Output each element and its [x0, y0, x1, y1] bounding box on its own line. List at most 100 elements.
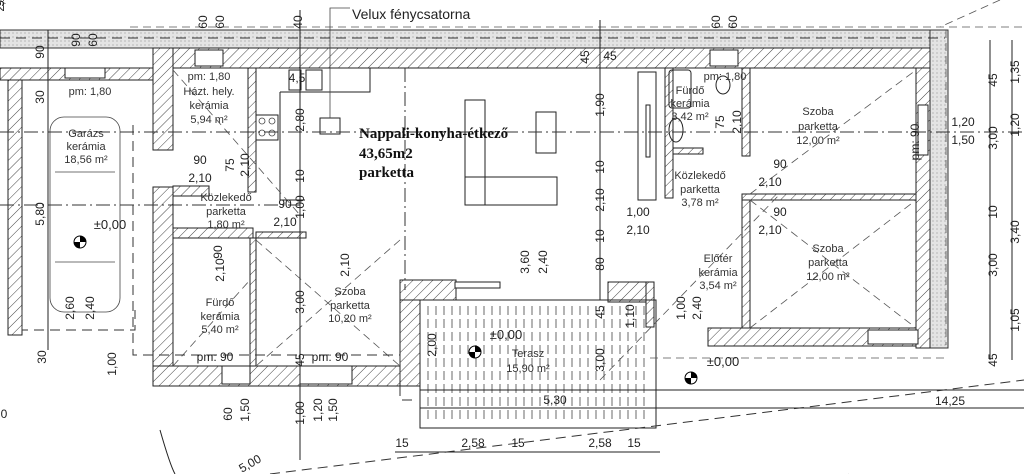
room-bottom-floor: parketta	[330, 300, 371, 312]
dimension-label: 90	[211, 245, 225, 259]
dimension-label: pm: 90	[197, 350, 234, 364]
dimension-label: 4,5	[289, 71, 306, 85]
room-top-right-floor: parketta	[798, 121, 839, 133]
dimension-label: 1,00	[626, 205, 650, 219]
dimension-label: 2,58	[588, 436, 612, 450]
dimension-label: 1,00	[674, 296, 688, 320]
corridor-left-name: Közlekedő	[200, 192, 251, 204]
dimension-label: 2,60	[63, 296, 77, 320]
dimension-label: 15	[395, 436, 409, 450]
bath-bottom-area: 5,40 m²	[201, 324, 239, 336]
dimension-label: pm: 90	[312, 350, 349, 364]
dimension-label: 2,40	[83, 296, 97, 320]
dimension-label: 2,10	[0, 0, 7, 12]
hall-name: Előtér	[704, 253, 733, 265]
dimension-label: 2,58	[461, 436, 485, 450]
dimension-label: 2,80	[293, 108, 307, 132]
corridor-left-area: 1,80 m²	[207, 219, 245, 231]
car-outline	[49, 116, 121, 313]
corridor-left-floor: parketta	[206, 206, 247, 218]
room-diagonals	[0, 68, 1024, 474]
dimension-label: 90	[278, 197, 292, 211]
dimension-label: 60	[86, 33, 100, 47]
dimension-label: 3,00	[593, 348, 607, 372]
sink-icon	[668, 117, 684, 143]
dimension-label: 10	[986, 205, 1000, 219]
dimension-label: 2,10	[273, 215, 297, 229]
velux-annotation: Velux fénycsatorna	[352, 6, 471, 22]
dimension-label: 1,00	[293, 195, 307, 219]
dimension-label: 5,80	[33, 202, 47, 226]
dimension-label: 10	[593, 160, 607, 174]
dimension-label: 0	[1, 407, 8, 421]
dimension-label: 1,20	[951, 115, 975, 129]
dimension-label: 14,25	[935, 394, 965, 408]
dimension-label: 5,00	[236, 451, 264, 474]
dimension-label: 75	[713, 115, 727, 129]
dimension-label: 90	[69, 33, 83, 47]
dimension-label: 2,10	[730, 110, 744, 134]
room-bottom-area: 10,20 m²	[328, 313, 372, 325]
insulation-top	[0, 29, 949, 49]
terrace-deck	[419, 299, 657, 429]
corridor-right-name: Közlekedő	[674, 170, 725, 182]
dimension-label: 1,05	[1008, 308, 1022, 332]
level-marker-icon	[468, 345, 482, 359]
dimension-label: 40	[291, 15, 305, 29]
dimension-label: 2,10	[593, 188, 607, 212]
dimension-label: 1,00	[105, 352, 119, 376]
dimension-label: 45	[578, 50, 592, 64]
garage-ceiling-height: pm: 1,80	[69, 86, 112, 98]
dimension-label: 60	[196, 15, 210, 29]
dimension-label: 10	[293, 169, 307, 183]
dimension-label: 2,10	[758, 223, 782, 237]
dimension-label: 3,40	[1008, 220, 1022, 244]
dimension-label: 10	[593, 229, 607, 243]
dimension-label: 60	[213, 15, 227, 29]
dimension-label: 5,30	[543, 393, 567, 407]
room-bottom-right-name: Szoba	[812, 243, 844, 255]
dimension-label: 1,50	[238, 398, 252, 422]
room-labels: pm: 1,80 pm: 1,80 Házt. hely. kerámia 5,…	[64, 71, 850, 375]
dimension-label: 45	[986, 353, 1000, 367]
dimension-label: 45	[593, 305, 607, 319]
room-top-right-name: Szoba	[802, 106, 834, 118]
dimension-label: 1,50	[326, 398, 340, 422]
kitchen-counter	[255, 68, 657, 206]
dimension-label: 3,60	[518, 250, 532, 274]
dimension-label: 3,00	[986, 126, 1000, 150]
dimension-label: 60	[709, 15, 723, 29]
level-label: ±0,00	[94, 217, 126, 232]
level-label: ±0,00	[490, 327, 522, 342]
garage-area: 18,56 m²	[64, 154, 108, 166]
dimension-label: 90	[0, 0, 7, 7]
dimension-label: 30	[33, 90, 47, 104]
dimension-label: 1,90	[593, 93, 607, 117]
dimension-label: 15	[511, 436, 525, 450]
garage-floor: kerámia	[66, 141, 106, 153]
hall-floor: kerámia	[698, 267, 738, 279]
bath-fixtures	[668, 69, 731, 143]
bath-top-name: Fürdő	[676, 85, 705, 97]
utility-name: Házt. hely.	[183, 86, 234, 98]
dimension-label: 2,40	[690, 296, 704, 320]
dimension-label: 1,00	[293, 401, 307, 425]
dimension-label: 2,10	[758, 175, 782, 189]
dimension-label: 2,10	[626, 223, 650, 237]
dimension-label: 1,35	[1008, 60, 1022, 84]
dimension-lines	[47, 10, 1024, 474]
dimension-label: 90	[33, 45, 47, 59]
dimension-label: 30	[35, 350, 49, 364]
dimension-label: 90	[0, 0, 7, 7]
level-marker-icon	[73, 235, 87, 249]
living-area: 43,65m2	[359, 146, 413, 162]
living-name: Nappali-konyha-étkező	[359, 126, 509, 142]
room-top-right-area: 12,00 m²	[796, 135, 840, 147]
walls	[0, 47, 931, 387]
dimension-label: 1,50	[951, 133, 975, 147]
level-marker-icon	[684, 371, 698, 385]
dimension-label: 60	[221, 407, 235, 421]
bath-top-floor: kerámia	[670, 98, 710, 110]
